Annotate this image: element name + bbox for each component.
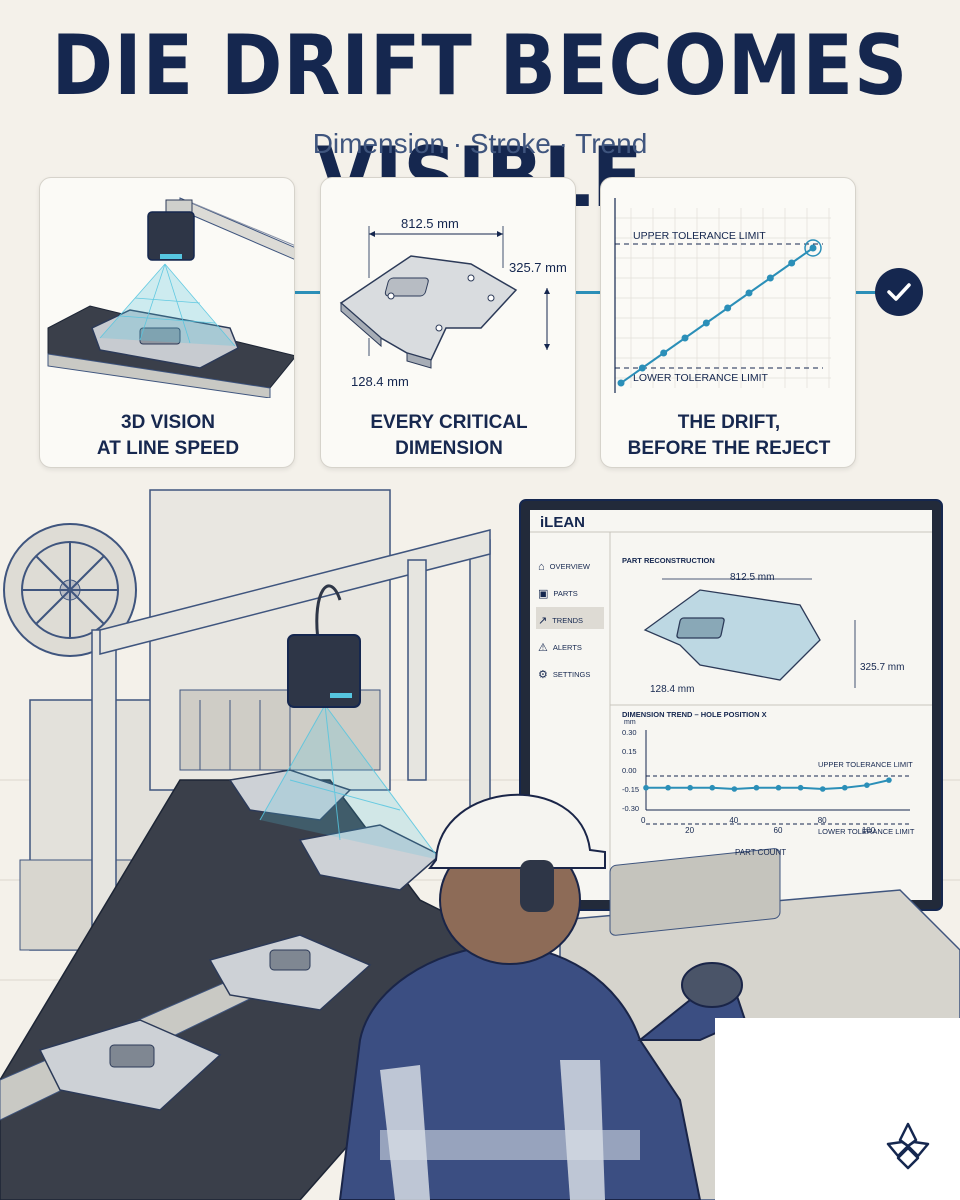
upper-limit-label: UPPER TOLERANCE LIMIT <box>633 230 766 242</box>
scanner-camera-icon <box>287 634 361 708</box>
trend-point <box>709 784 716 791</box>
trend-unit: mm <box>624 719 636 726</box>
trend-xtick: 20 <box>685 826 694 835</box>
trend-ytick: 0.00 <box>622 766 637 775</box>
panel-caption-dimension: EVERY CRITICAL DIMENSION <box>321 410 575 462</box>
trend-point <box>841 784 848 791</box>
gear-icon: ⚙ <box>538 669 548 681</box>
panel-caption-drift: THE DRIFT, BEFORE THE REJECT <box>601 410 855 462</box>
worker-figure <box>338 793 747 1200</box>
trend-point <box>775 784 782 791</box>
nav-item-parts[interactable]: ▣ PARTS <box>538 580 606 607</box>
caption-line: DIMENSION <box>395 438 503 459</box>
drift-point <box>724 304 732 312</box>
drift-point <box>638 364 646 372</box>
trend-xtick: 40 <box>729 816 738 825</box>
caption-line: BEFORE THE REJECT <box>627 438 831 459</box>
drift-point <box>660 349 668 357</box>
nav-label: TRENDS <box>552 616 584 625</box>
trend-xtick: 0 <box>641 816 646 825</box>
drift-point <box>809 244 817 252</box>
trend-title: DIMENSION TREND – HOLE POSITION X <box>622 710 767 719</box>
trend-xlabel: PART COUNT <box>735 848 787 857</box>
connector-3 <box>837 291 877 294</box>
trend-icon: ↗ <box>538 615 548 627</box>
nav-item-trends[interactable]: ↗ TRENDS <box>538 607 606 634</box>
trend-point <box>753 784 760 791</box>
drift-point <box>617 379 625 387</box>
subline: Dimension · Stroke · Trend <box>312 128 648 159</box>
trend-ytick: -0.15 <box>622 785 639 794</box>
caption-line: THE DRIFT, <box>677 412 781 433</box>
caption-line: AT LINE SPEED <box>96 438 240 459</box>
reconstruction-title: PART RECONSTRUCTION <box>622 556 715 565</box>
box-icon: ▣ <box>538 588 549 600</box>
trend-point <box>687 784 693 791</box>
drift-point <box>745 289 753 297</box>
panel-drift: UPPER TOLERANCE LIMIT LOWER TOLERANCE LI… <box>600 177 856 468</box>
panel-critical-dimension: 812.5 mm 325.7 mm 128.4 mm EVERY CRITICA… <box>320 177 576 468</box>
trend-point <box>797 784 804 791</box>
alert-icon: ⚠ <box>538 642 548 654</box>
drift-line <box>620 247 814 384</box>
caption-line: EVERY CRITICAL <box>370 412 528 433</box>
trend-point <box>886 777 892 783</box>
nav-label: PARTS <box>553 589 578 598</box>
nav-item-overview[interactable]: ⌂ OVERVIEW <box>538 553 606 580</box>
nav-label: OVERVIEW <box>549 562 590 571</box>
caption-line: 3D VISION <box>121 412 215 433</box>
offset-dimension: 128.4 mm <box>351 374 409 389</box>
brand-logo-icon <box>886 1122 930 1170</box>
lower-limit-label: LOWER TOLERANCE LIMIT <box>633 372 769 384</box>
trend-point <box>665 784 671 791</box>
trend-lower-limit: LOWER TOLERANCE LIMIT <box>818 827 915 836</box>
trend-ytick: 0.15 <box>622 747 637 756</box>
factory-scene: 0.30 0.15 0.00 -0.15 -0.30 0 20 40 60 80 100 <box>0 489 960 1200</box>
corner-block <box>715 1018 960 1200</box>
monitor-nav: ⌂ OVERVIEW ▣ PARTS ↗ TRENDS ⚠ ALERTS ⚙ SETTIN… <box>538 553 606 688</box>
connector-2 <box>573 291 601 294</box>
home-icon: ⌂ <box>538 560 545 573</box>
trend-upper-limit: UPPER TOLERANCE LIMIT <box>818 760 913 769</box>
drift-alert-ring <box>804 239 822 257</box>
trend-xtick: 60 <box>774 826 783 835</box>
nav-item-settings[interactable]: ⚙ SETTINGS <box>538 661 606 688</box>
width-dimension: 812.5 mm <box>401 216 459 231</box>
trend-point <box>819 786 826 792</box>
drift-point <box>766 274 774 282</box>
connector-1 <box>295 291 321 294</box>
vision-camera-illustration <box>47 197 294 398</box>
height-dimension: 325.7 mm <box>509 260 567 275</box>
panel-3d-vision: 3D VISION AT LINE SPEED <box>39 177 295 468</box>
trend-line <box>646 779 890 791</box>
nav-label: ALERTS <box>552 643 582 652</box>
nav-item-alerts[interactable]: ⚠ ALERTS <box>538 634 606 661</box>
trend-point <box>864 782 870 788</box>
check-icon <box>875 268 923 316</box>
recon-height: 325.7 mm <box>860 662 905 673</box>
drift-point <box>681 334 689 342</box>
recon-width: 812.5 mm <box>730 572 775 583</box>
monitor-brand: iLEAN <box>540 514 585 531</box>
drift-chart: UPPER TOLERANCE LIMIT LOWER TOLERANCE LI… <box>614 198 831 393</box>
nav-label: SETTINGS <box>552 670 591 679</box>
stamped-parts <box>38 769 442 1111</box>
trend-xtick: 100 <box>862 826 876 835</box>
trend-point <box>731 786 738 792</box>
panel-caption-vision: 3D VISION AT LINE SPEED <box>40 410 294 462</box>
trend-ytick: 0.30 <box>622 728 637 737</box>
trend-point <box>643 784 649 791</box>
trend-xtick: 80 <box>818 816 827 825</box>
trend-ytick: -0.30 <box>622 804 639 813</box>
monitor: 0.30 0.15 0.00 -0.15 -0.30 0 20 40 60 80 100 <box>519 499 943 949</box>
dimension-drawing: 812.5 mm 325.7 mm 128.4 mm <box>339 216 567 389</box>
drift-point <box>788 259 796 267</box>
recon-offset: 128.4 mm <box>650 684 695 695</box>
drift-point <box>702 319 710 327</box>
